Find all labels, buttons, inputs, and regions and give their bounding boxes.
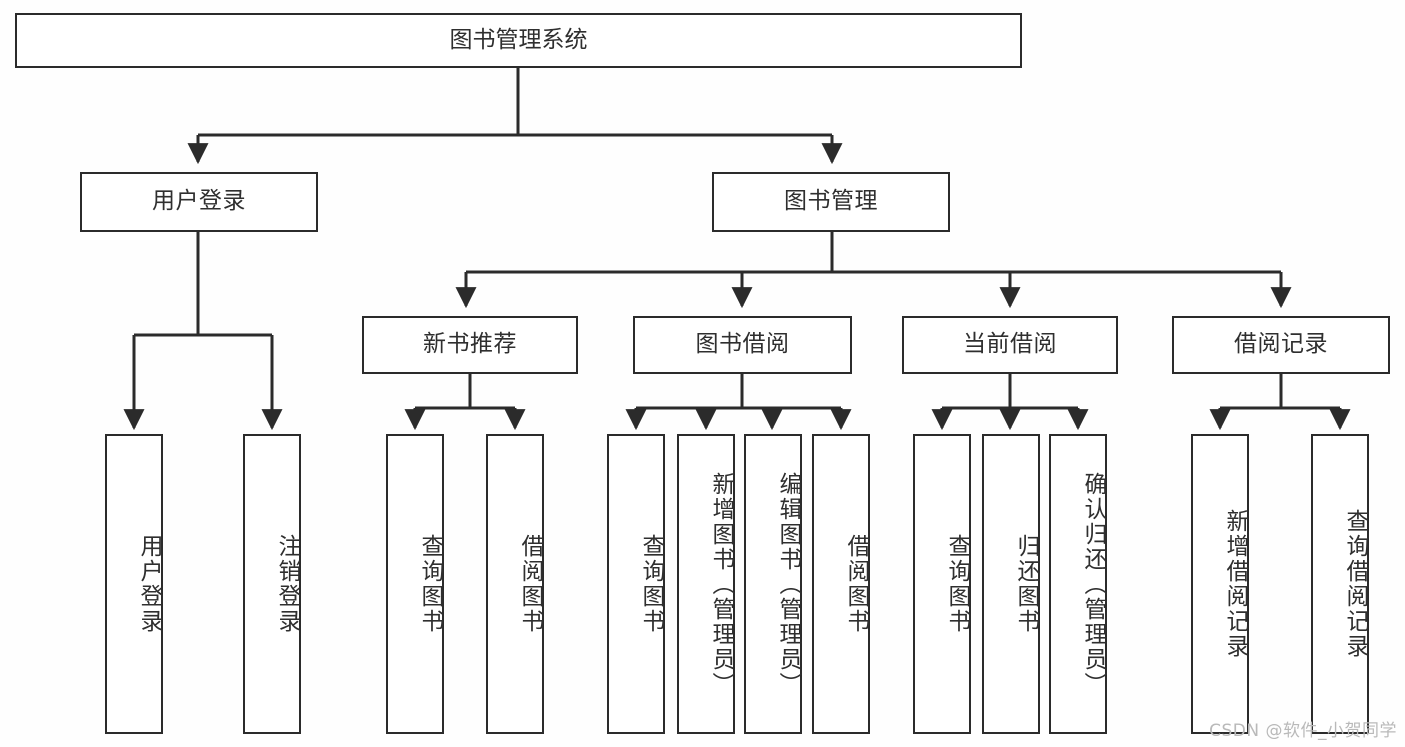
- node-root-system[interactable]: 图书管理系统: [15, 13, 1022, 68]
- node-label: 借阅图书: [517, 534, 543, 634]
- node-new-book-recommend[interactable]: 新书推荐: [362, 316, 578, 374]
- node-user-login[interactable]: 用户登录: [80, 172, 318, 232]
- node-label: 图书管理: [784, 188, 878, 215]
- node-label: 用户登录: [152, 188, 246, 215]
- node-label: 查询图书: [638, 534, 664, 634]
- node-label: 图书借阅: [695, 331, 790, 358]
- node-borrow-record[interactable]: 借阅记录: [1172, 316, 1390, 374]
- node-label: 确认归还（管理员）: [1080, 471, 1106, 697]
- leaf-new-book-query-book[interactable]: 查询图书: [386, 434, 444, 734]
- node-current-borrow[interactable]: 当前借阅: [902, 316, 1118, 374]
- node-label: 借阅图书: [843, 534, 869, 634]
- leaf-book-borrow-borrow-book[interactable]: 借阅图书: [812, 434, 870, 734]
- node-label: 查询借阅记录: [1342, 509, 1368, 659]
- node-label: 新增借阅记录: [1222, 509, 1248, 659]
- leaf-current-borrow-return-book[interactable]: 归还图书: [982, 434, 1040, 734]
- leaf-book-borrow-edit-book-admin[interactable]: 编辑图书（管理员）: [744, 434, 802, 734]
- node-label: 新书推荐: [423, 331, 517, 358]
- node-book-management[interactable]: 图书管理: [712, 172, 950, 232]
- watermark-text: CSDN @软件_小贺同学: [1209, 721, 1397, 741]
- leaf-book-borrow-add-book-admin[interactable]: 新增图书（管理员）: [677, 434, 735, 734]
- node-label: 图书管理系统: [449, 26, 588, 53]
- leaf-user-login-login[interactable]: 用户登录: [105, 434, 163, 734]
- node-label: 注销登录: [274, 534, 300, 634]
- leaf-book-borrow-query-book[interactable]: 查询图书: [607, 434, 665, 734]
- node-label: 查询图书: [944, 534, 970, 634]
- leaf-user-login-logout[interactable]: 注销登录: [243, 434, 301, 734]
- node-book-borrow[interactable]: 图书借阅: [633, 316, 852, 374]
- leaf-borrow-record-add-record[interactable]: 新增借阅记录: [1191, 434, 1249, 734]
- node-label: 当前借阅: [963, 331, 1057, 358]
- leaf-borrow-record-query-record[interactable]: 查询借阅记录: [1311, 434, 1369, 734]
- node-label: 借阅记录: [1234, 331, 1328, 358]
- node-label: 新增图书（管理员）: [708, 471, 734, 697]
- leaf-current-borrow-confirm-return-admin[interactable]: 确认归还（管理员）: [1049, 434, 1107, 734]
- leaf-new-book-borrow-book[interactable]: 借阅图书: [486, 434, 544, 734]
- node-label: 用户登录: [136, 534, 162, 634]
- leaf-current-borrow-query-book[interactable]: 查询图书: [913, 434, 971, 734]
- node-label: 查询图书: [417, 534, 443, 634]
- node-label: 编辑图书（管理员）: [775, 471, 801, 697]
- node-label: 归还图书: [1013, 534, 1039, 634]
